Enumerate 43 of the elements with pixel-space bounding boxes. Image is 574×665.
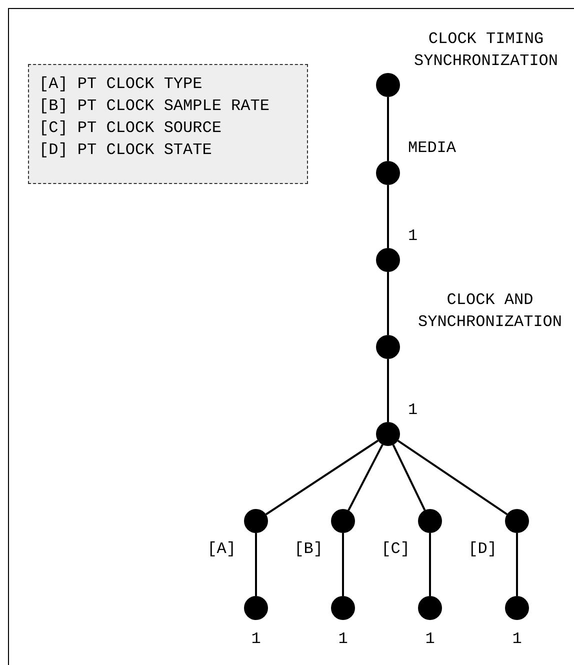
connector-line <box>397 440 508 516</box>
key-entry: [B] PT CLOCK SAMPLE RATE <box>39 96 270 117</box>
tree-node-dot <box>418 596 442 620</box>
node-label: 1 <box>408 400 419 421</box>
connector-line <box>342 533 344 596</box>
tree-node-dot <box>376 422 400 446</box>
tree-node-dot <box>376 335 400 359</box>
key-entry: [A] PT CLOCK TYPE <box>39 74 204 95</box>
connector-line <box>516 533 518 596</box>
node-label: CLOCK TIMING SYNCHRONIZATION <box>412 29 560 72</box>
node-label: 1 <box>250 629 262 650</box>
connector-line <box>255 533 257 596</box>
connector-line <box>348 444 384 511</box>
tree-node-dot <box>331 596 355 620</box>
tree-node-dot <box>505 509 529 533</box>
node-label: [C] <box>380 539 410 560</box>
node-label: [A] <box>206 539 236 560</box>
key-box <box>28 64 308 184</box>
connector-line <box>387 272 389 335</box>
connector-line <box>387 185 389 248</box>
node-label: 1 <box>424 629 436 650</box>
tree-node-dot <box>331 509 355 533</box>
key-entry: [D] PT CLOCK STATE <box>39 140 213 161</box>
node-label: 1 <box>337 629 349 650</box>
tree-node-dot <box>376 161 400 185</box>
connector-line <box>387 97 389 161</box>
connector-line <box>429 533 431 596</box>
key-entry: [C] PT CLOCK SOURCE <box>39 118 222 139</box>
node-label: MEDIA <box>408 138 458 159</box>
tree-node-dot <box>376 248 400 272</box>
tree-node-dot <box>244 509 268 533</box>
node-label: 1 <box>511 629 523 650</box>
connector-line <box>392 444 426 511</box>
node-label: CLOCK AND SYNCHRONIZATION <box>416 290 564 333</box>
connector-line <box>265 440 379 516</box>
tree-node-dot <box>505 596 529 620</box>
node-label: [D] <box>467 539 497 560</box>
tree-node-dot <box>244 596 268 620</box>
connector-line <box>387 359 389 422</box>
node-label: 1 <box>408 226 419 247</box>
tree-node-dot <box>376 73 400 97</box>
node-label: [B] <box>293 539 323 560</box>
tree-node-dot <box>418 509 442 533</box>
